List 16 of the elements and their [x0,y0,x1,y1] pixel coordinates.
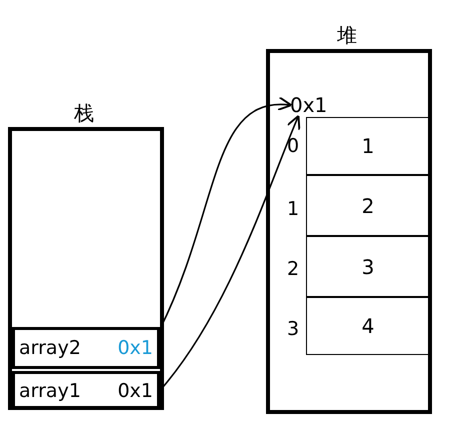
frame-heading: 栈 [74,100,94,127]
memory-cell [12,327,160,369]
index-number: 1 [287,198,300,220]
index-number: 3 [287,318,300,340]
index-number: 2 [287,258,300,280]
address-value: 0x1 [118,380,153,402]
array-element: 3 [306,236,430,297]
array-element: 2 [306,175,430,236]
address-value: 0x1 [118,337,153,359]
index-number: 0 [287,135,300,157]
address-label: 0x1 [290,93,328,117]
array-element: 1 [306,117,430,175]
frame-heading: 堆 [337,22,357,49]
variable-name: array1 [19,380,81,402]
array-element: 4 [306,297,430,355]
variable-name: array2 [19,337,81,359]
